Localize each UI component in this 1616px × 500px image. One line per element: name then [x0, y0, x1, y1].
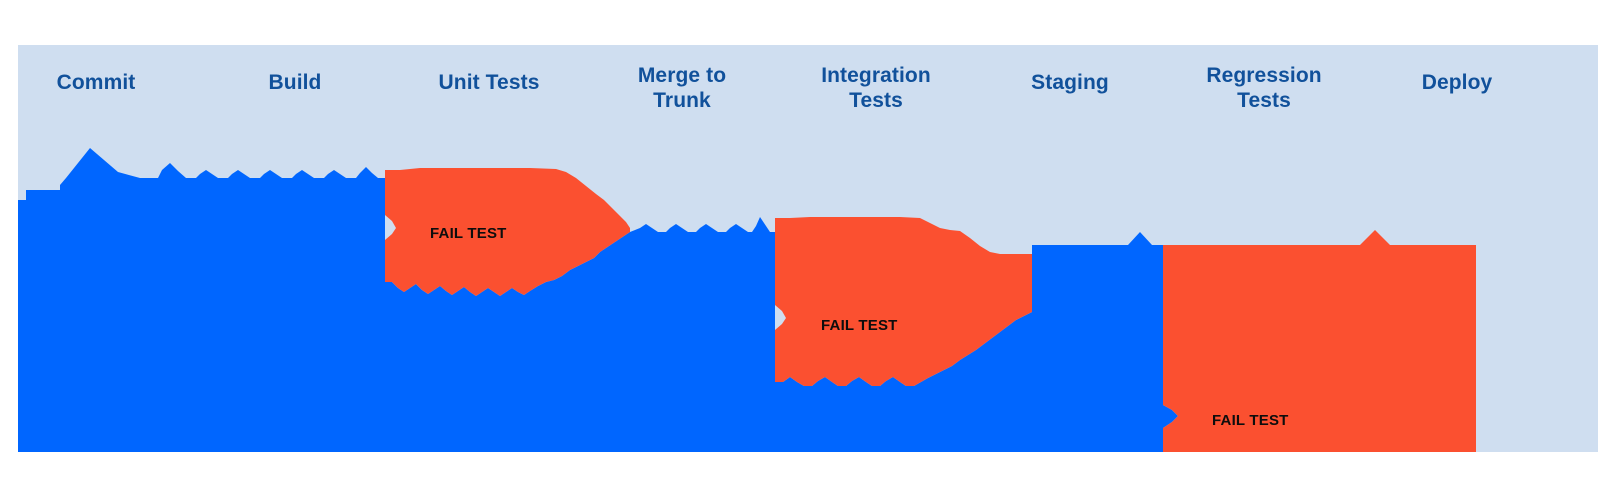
pass-area-under-fail-2 — [775, 312, 1032, 452]
fail-test-label-integration-tests: FAIL TEST — [821, 317, 898, 334]
pass-area-shape — [18, 148, 775, 452]
fail-block-unit-tests — [385, 168, 630, 296]
fail-block-regression-tests — [1163, 230, 1476, 452]
pass-area-staging-column — [1032, 232, 1178, 452]
fail-test-label-regression-tests: FAIL TEST — [1212, 412, 1289, 429]
fail-test-label-unit-tests: FAIL TEST — [430, 225, 507, 242]
fail-block-integration-tests — [775, 217, 1032, 386]
